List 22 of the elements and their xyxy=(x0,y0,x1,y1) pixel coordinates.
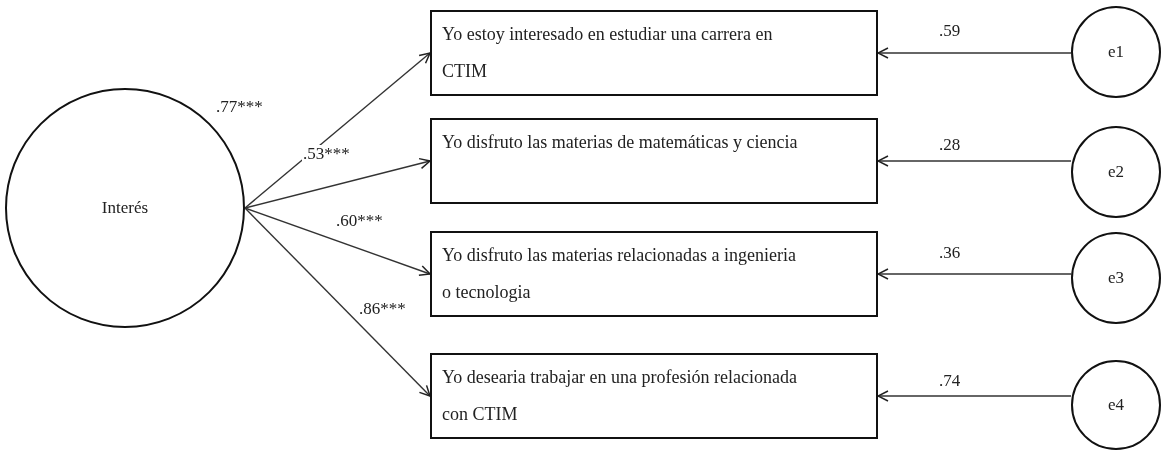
variable-label: e3 xyxy=(1107,268,1124,288)
arrow xyxy=(877,47,1072,59)
arrow xyxy=(244,207,431,277)
item-text: Yo estoy interesado en estudiar una carrera en CTIM xyxy=(442,24,773,81)
variable-label: e1 xyxy=(1107,42,1124,62)
arrow xyxy=(877,155,1072,167)
arrow xyxy=(877,390,1072,402)
item-text: Yo desearia trabajar en una profesión relacionada con CTIM xyxy=(442,367,798,424)
indicator-box xyxy=(430,118,878,204)
indicator-box xyxy=(430,10,878,96)
item-text: Yo disfruto las materias relacionadas a ingenieria o tecnologia xyxy=(442,245,797,302)
edge-label: .53*** xyxy=(302,145,351,163)
indicator-box xyxy=(430,231,878,317)
arrow xyxy=(877,268,1072,280)
variable-label: Interés xyxy=(101,198,149,218)
item-text: Yo disfruto las materias de matemáticas y ciencia xyxy=(442,132,798,152)
variable-label: e2 xyxy=(1107,162,1124,182)
arrow xyxy=(244,157,431,209)
arrow xyxy=(244,52,431,209)
arrow xyxy=(244,207,431,397)
indicator-box xyxy=(430,353,878,439)
variable-label: e4 xyxy=(1107,395,1124,415)
